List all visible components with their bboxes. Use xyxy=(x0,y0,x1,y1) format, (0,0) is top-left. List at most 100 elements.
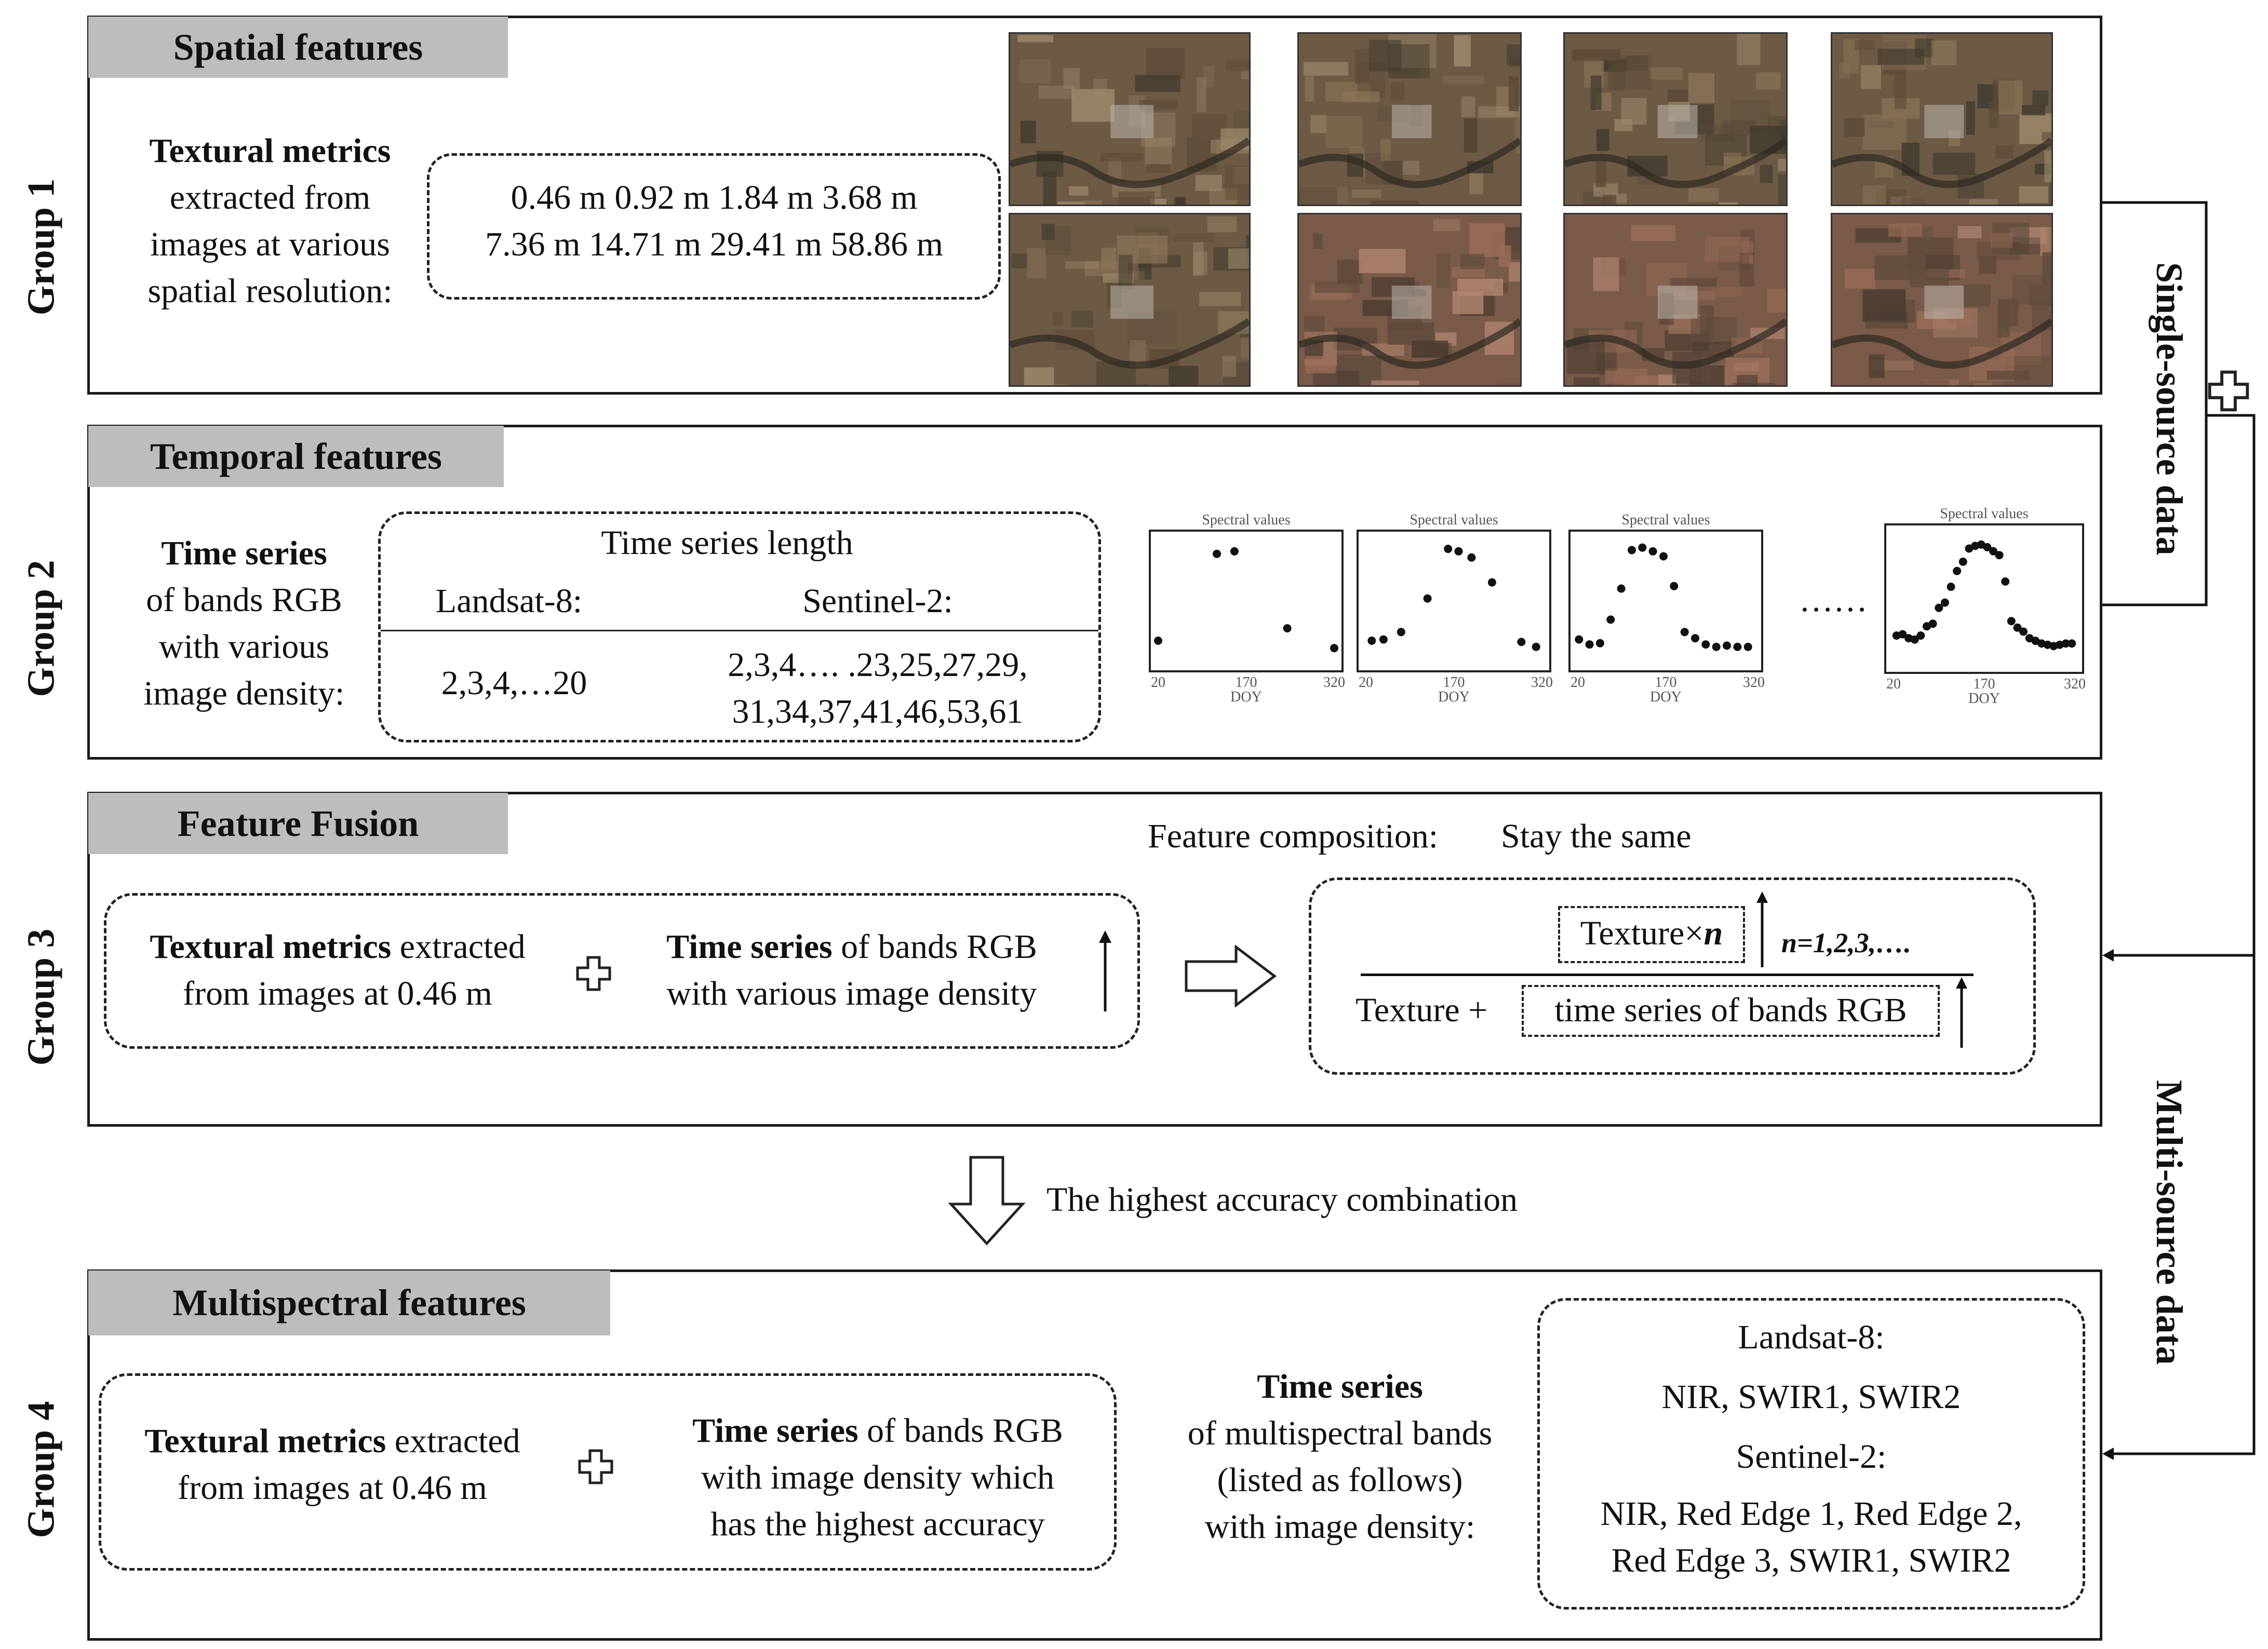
group1-lead-line3: spatial resolution: xyxy=(147,272,393,310)
group2-lead-line2: with various xyxy=(158,628,330,666)
landsat-label: Landsat-8: xyxy=(1738,1318,1885,1356)
group3-label: Group 3 xyxy=(20,928,63,1066)
chart-point xyxy=(1454,547,1463,556)
chart-point xyxy=(2001,577,2010,586)
satellite-thumbnail xyxy=(1563,32,1788,206)
chart-xlabel: DOY xyxy=(1230,689,1262,705)
group4-bands-box xyxy=(1537,1298,2085,1610)
group3-composition-box xyxy=(1309,877,2036,1075)
chart-tick-label: 170 xyxy=(1443,674,1465,691)
spectral-chart xyxy=(1884,523,2084,674)
group3-mid-line1: Time series of bands RGB xyxy=(631,923,1072,970)
group1-resolution-box xyxy=(427,153,1001,300)
group2-col2-value-line2: 31,34,37,41,46,53,61 xyxy=(732,693,1024,731)
chart-point xyxy=(1628,546,1636,555)
group4-mid-rest: of bands RGB xyxy=(858,1412,1063,1450)
texture-n-up-arrow-icon xyxy=(1756,891,1768,967)
chart-point xyxy=(1444,545,1453,553)
chart-point xyxy=(1916,631,1925,640)
chart-point xyxy=(1638,543,1647,552)
plus-icon xyxy=(578,1449,613,1484)
spectral-chart xyxy=(1568,530,1763,672)
chart-point xyxy=(1712,642,1721,651)
group4-header: Multispectral features xyxy=(88,1270,610,1335)
spectral-chart-plot xyxy=(1367,545,1540,651)
group2-table-title: Time series length xyxy=(601,524,853,562)
group2-table-divider xyxy=(381,630,1098,631)
spectral-chart-plot xyxy=(1892,540,2076,651)
group4-mid-line3: has the highest accuracy xyxy=(710,1505,1045,1543)
spectral-chart-plot xyxy=(1154,547,1338,653)
chart-point xyxy=(1617,584,1626,593)
texture-plus-label: Texture + xyxy=(1356,991,1488,1029)
group4-ms-line3: with image density: xyxy=(1204,1508,1475,1546)
group4-mid-line2: with image density which xyxy=(701,1458,1055,1496)
group2-lead-line1: of bands RGB xyxy=(146,581,342,619)
chart-point xyxy=(1935,603,1943,612)
chart-tick-label: 320 xyxy=(1323,674,1345,691)
spectral-chart xyxy=(1357,530,1551,672)
chart-point xyxy=(1995,551,2004,560)
chart-point xyxy=(2019,627,2028,636)
chart-point xyxy=(1947,583,1955,591)
chart-point xyxy=(1691,634,1699,643)
chart-ellipsis: …… xyxy=(1799,581,1868,619)
group3-header: Feature Fusion xyxy=(88,793,508,854)
chart-point xyxy=(1983,543,1992,551)
group1-header: Spatial features xyxy=(88,17,508,78)
group2-col2-value-line1: 2,3,4…. .23,25,27,29, xyxy=(728,646,1028,684)
group4-left-bold: Textural metrics xyxy=(144,1422,386,1460)
chart-tick-label: 20 xyxy=(1151,674,1165,691)
chart-point xyxy=(1379,635,1388,644)
chart-point xyxy=(1230,547,1239,556)
group1-lead-bold: Textural metrics xyxy=(149,132,391,170)
group2-col1-value: 2,3,4,…20 xyxy=(441,664,587,702)
texture-n-var: n xyxy=(1703,914,1723,952)
chart-point xyxy=(1213,549,1221,558)
sentinel-bands-line2: Red Edge 3, SWIR1, SWIR2 xyxy=(1611,1542,2011,1579)
chart-tick-label: 20 xyxy=(1359,674,1373,691)
group3-inputs-box xyxy=(104,893,1140,1049)
multi-source-label: Multi-source data xyxy=(2148,1075,2191,1370)
group1-resolutions-line1: 0.46 m 0.92 m 1.84 m 3.68 m xyxy=(511,179,918,217)
chart-point xyxy=(1898,630,1907,639)
single-source-label: Single-source data xyxy=(2148,257,2191,561)
group2-label: Group 2 xyxy=(20,560,63,697)
chart-point xyxy=(1517,638,1526,646)
group3-composition-label: Feature composition: xyxy=(1148,817,1439,855)
group2-header: Temporal features xyxy=(88,426,504,487)
chart-point xyxy=(2061,639,2070,648)
group3-mid-rest: of bands RGB xyxy=(832,928,1037,966)
chart-tick-label: 170 xyxy=(1655,674,1677,691)
chart-point xyxy=(1648,547,1657,556)
sentinel-bands-line1: NIR, Red Edge 1, Red Edge 2, xyxy=(1600,1495,2022,1533)
group1-label: Group 1 xyxy=(20,178,63,316)
chart-point xyxy=(1154,637,1162,645)
chart-point xyxy=(1467,553,1476,562)
satellite-thumbnail xyxy=(1831,213,2053,387)
group3-mid-line2: with various image density xyxy=(666,975,1037,1012)
right-connectors xyxy=(2102,201,2256,1460)
chart-point xyxy=(1487,578,1496,587)
texture-n-box xyxy=(1558,906,1745,963)
group1-resolutions-line2: 7.36 m 14.71 m 29.41 m 58.86 m xyxy=(485,225,943,263)
chart-point xyxy=(2007,617,2016,626)
group4-left-line1: Textural metrics extracted xyxy=(104,1417,561,1465)
chart-tick-label: 320 xyxy=(1531,674,1553,691)
chart-title: Spectral values xyxy=(1410,512,1498,528)
chart-tick-label: 170 xyxy=(1973,676,1995,692)
spectral-chart xyxy=(1149,530,1344,672)
chart-point xyxy=(1958,557,1967,566)
chart-tick-label: 170 xyxy=(1235,674,1257,691)
group2-col1-header: Landsat-8: xyxy=(435,582,583,620)
group4-ms-line2: (listed as follows) xyxy=(1217,1461,1463,1499)
group4-left-line2: from images at 0.46 m xyxy=(178,1469,487,1507)
chart-title: Spectral values xyxy=(1202,512,1291,528)
chart-point xyxy=(1940,598,1949,607)
chart-point xyxy=(1743,642,1752,651)
satellite-thumbnail xyxy=(1831,32,2053,206)
n-values: n=1,2,3,…. xyxy=(1781,927,1911,958)
group4-ms-bold: Time series xyxy=(1257,1368,1423,1405)
group1-lead-line1: extracted from xyxy=(169,179,371,217)
landsat-bands: NIR, SWIR1, SWIR2 xyxy=(1661,1378,1961,1416)
